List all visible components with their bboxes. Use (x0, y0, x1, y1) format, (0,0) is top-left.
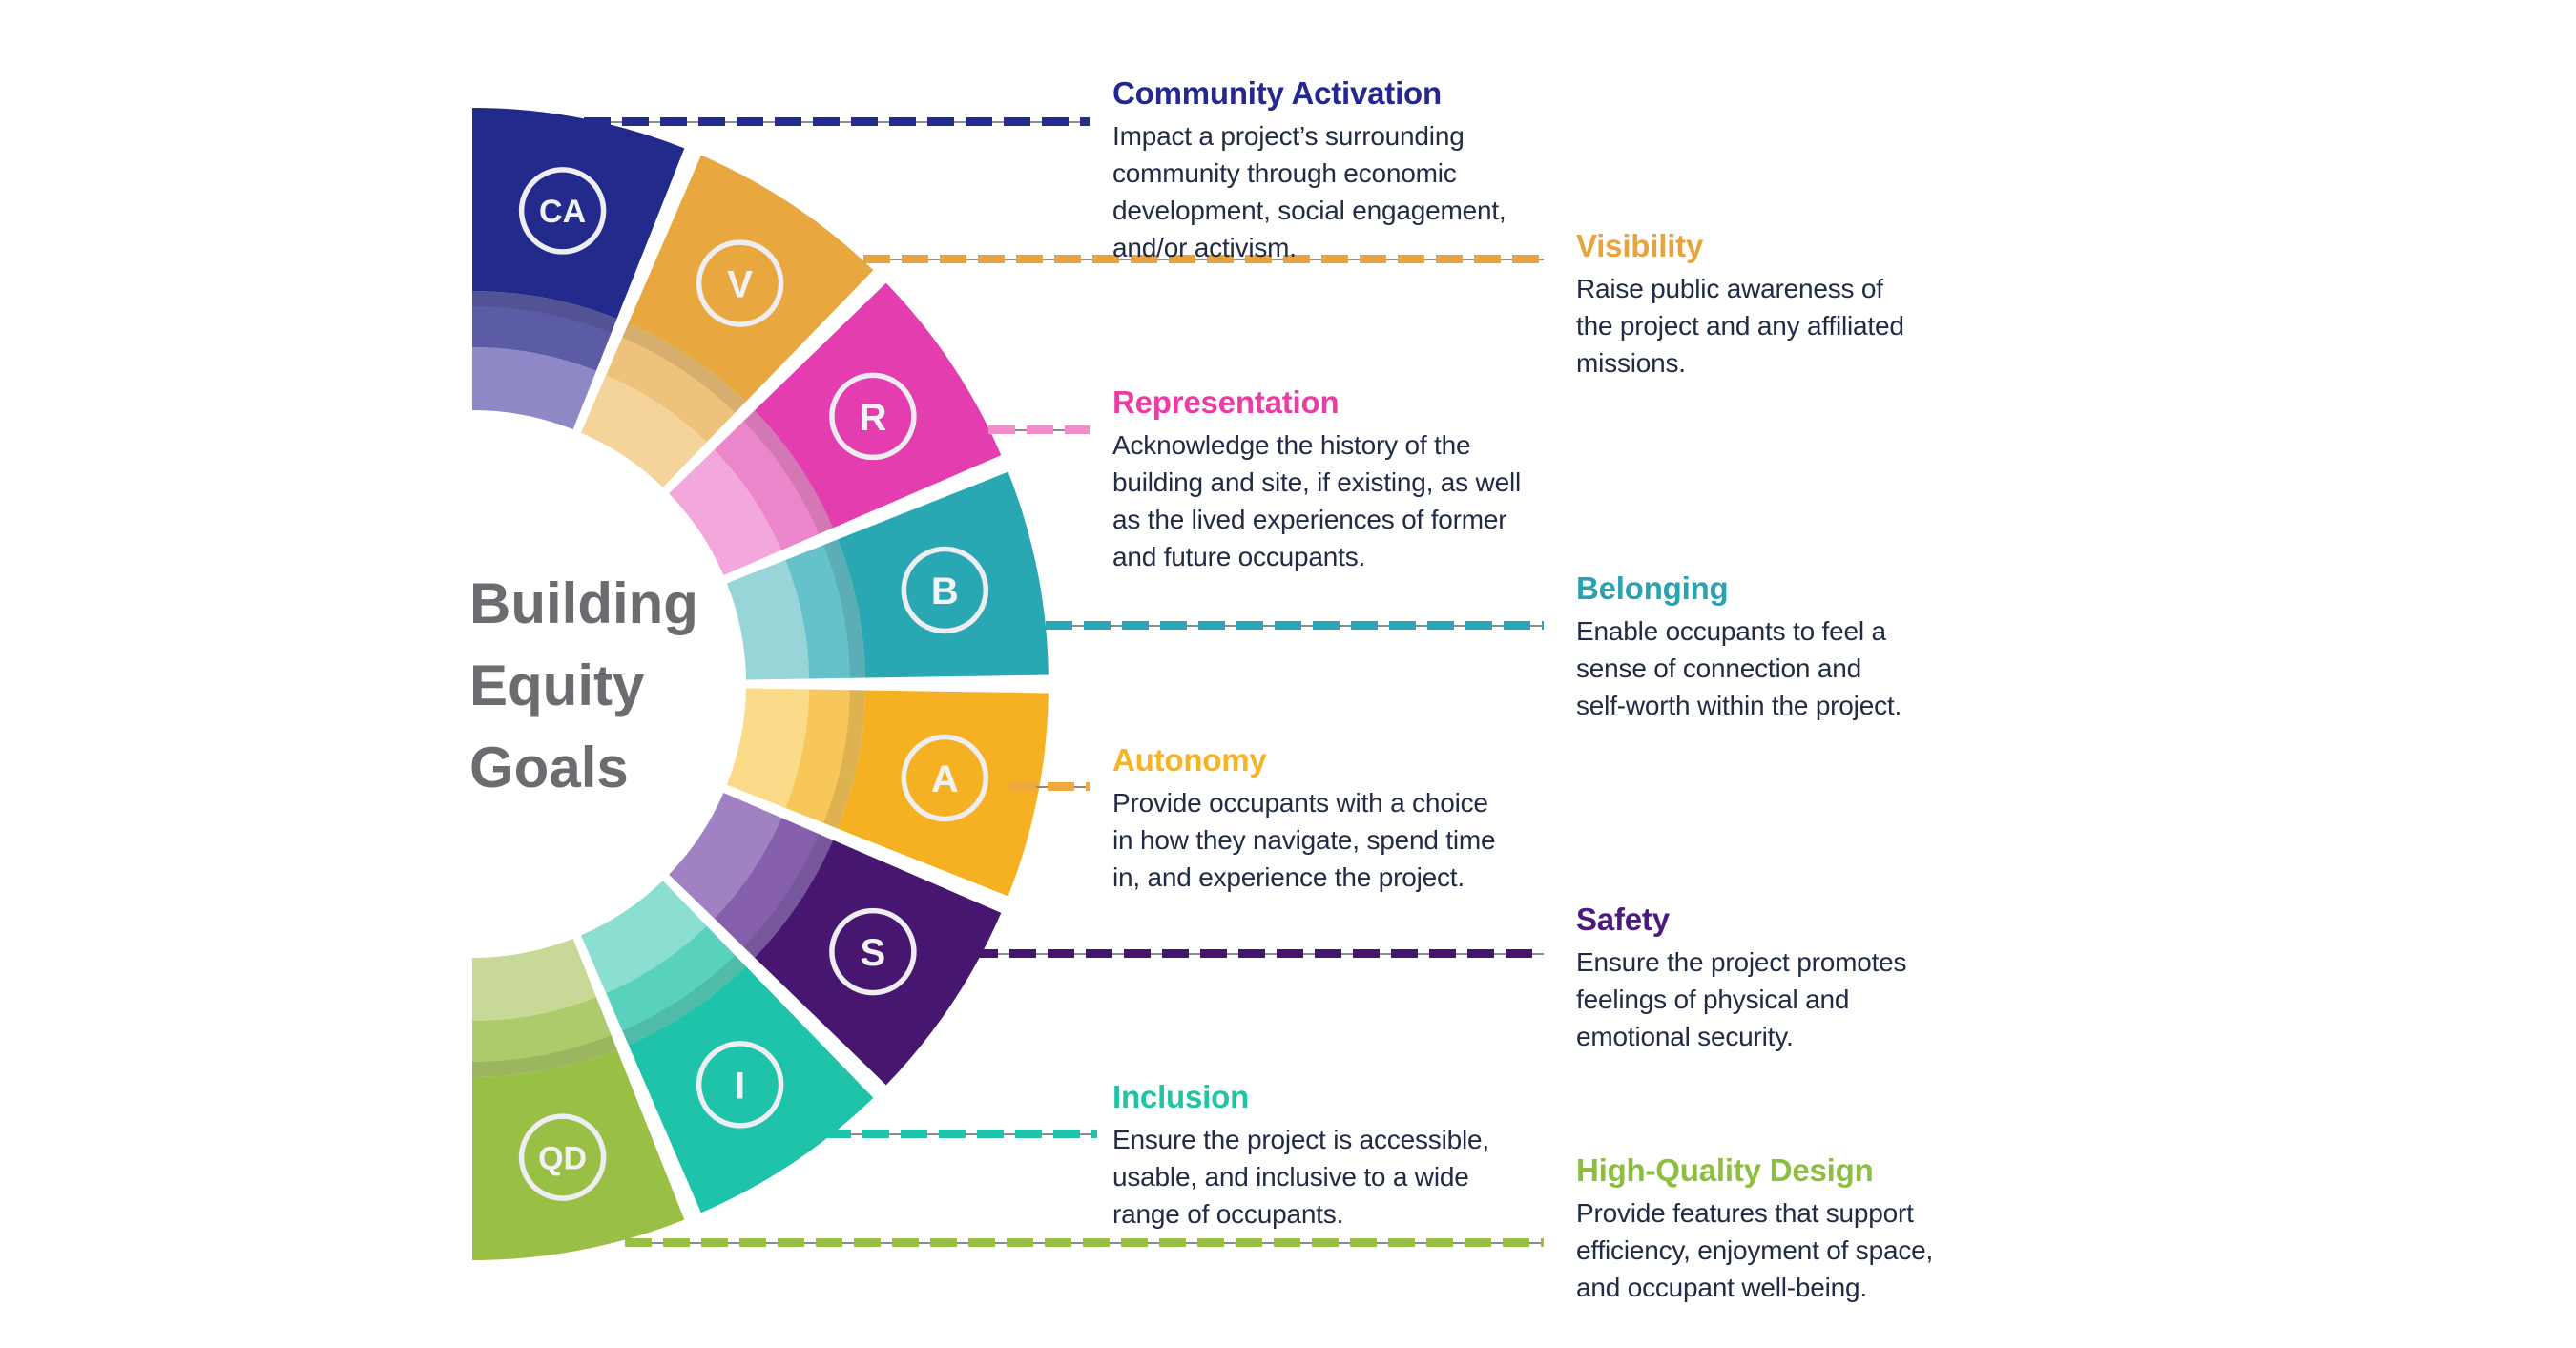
wheel-segment-high-quality-design-mid (472, 997, 617, 1078)
goal-description: Provide occupants with a choice in how t… (1112, 788, 1496, 892)
leader-dashes (824, 1130, 1097, 1138)
wheel-segment-high-quality-design-shadow (472, 1035, 617, 1078)
goal-description: Ensure the project is accessible, usable… (1112, 1125, 1489, 1229)
wheel-segment-safety-shadow (743, 834, 834, 958)
wheel-segment-visibility-outer (628, 155, 874, 403)
goal-description: Provide features that support efficiency… (1576, 1198, 1934, 1302)
segment-badge-ring-inclusion (696, 1041, 784, 1129)
wheel-title: Building Equity Goals (469, 571, 698, 799)
goal-title: Autonomy (1112, 742, 1267, 778)
wheel-segment-representation-outer (754, 282, 1002, 529)
leader-line-autonomy (1009, 782, 1090, 792)
wheel-segment-high-quality-design-inner (472, 938, 596, 1021)
wheel-segment-autonomy-shadow (823, 690, 865, 829)
wheel-segment-inclusion-shadow (622, 955, 746, 1046)
goal-belonging: Belonging Enable occupants to feel a sen… (1576, 570, 2072, 724)
leader-line-representation (988, 425, 1090, 435)
leader-dashes (971, 949, 1544, 958)
wheel-segment-inclusion-inner (580, 881, 707, 993)
segment-letter-high-quality-design: QD (538, 1140, 587, 1176)
wheel-segment-visibility-shadow (622, 322, 746, 413)
leader-dashes (584, 117, 1090, 126)
wheel-segment-representation-shadow (743, 410, 834, 534)
segment-badge-ring-high-quality-design (518, 1113, 607, 1201)
leader-dashes (863, 255, 1544, 263)
segment-badge-ring-community-activation (518, 167, 607, 255)
segment-badge-ring-representation (829, 372, 917, 461)
leader-dashes (625, 1238, 1544, 1247)
segment-badge-ring-safety (829, 907, 917, 996)
leader-line-visibility (863, 255, 1544, 264)
wheel-segment-community-activation-outer (472, 108, 685, 319)
wheel-segment-visibility-mid (606, 322, 746, 443)
wheel-segment-high-quality-design-outer (472, 1049, 685, 1260)
wheel-segment-safety-outer (754, 840, 1002, 1086)
segment-letter-autonomy: A (931, 758, 959, 800)
wheel-segment-inclusion-outer (628, 965, 874, 1213)
segment-letter-inclusion: I (735, 1065, 745, 1107)
wheel-segment-belonging-inner (726, 560, 809, 680)
leader-line-safety (971, 949, 1544, 959)
goal-autonomy: Autonomy Provide occupants with a choice… (1112, 741, 1609, 896)
goal-description: Raise public awareness of the project an… (1576, 274, 1904, 378)
leader-line-community-activation (584, 117, 1090, 127)
leader-dashes (1046, 621, 1544, 630)
goal-description: Acknowledge the history of the building … (1112, 430, 1521, 571)
wheel-segment-visibility-inner (580, 375, 707, 487)
wheel-segment-autonomy-outer (838, 690, 1049, 897)
goal-description: Impact a project’s surrounding community… (1112, 121, 1506, 262)
goal-description: Enable occupants to feel a sense of conn… (1576, 616, 1902, 720)
segment-badge-ring-visibility (696, 239, 784, 327)
goal-title: Community Activation (1112, 75, 1442, 111)
goal-representation: Representation Acknowledge the history o… (1112, 384, 1609, 575)
segment-letter-belonging: B (931, 570, 959, 612)
leader-line-belonging (1046, 621, 1544, 631)
segment-letter-representation: R (859, 397, 886, 439)
wheel-segment-community-activation-inner (472, 347, 596, 430)
leader-dashes (1009, 782, 1090, 791)
wheel-segment-inclusion-mid (606, 925, 746, 1046)
goal-title: Inclusion (1112, 1079, 1250, 1114)
leader-line-high-quality-design (625, 1238, 1544, 1248)
goal-community-activation: Community Activation Impact a project’s … (1112, 74, 1609, 266)
segment-badge-ring-autonomy (901, 734, 989, 822)
goal-visibility: Visibility Raise public awareness of the… (1576, 227, 2072, 382)
goal-description: Ensure the project promotes feelings of … (1576, 947, 1907, 1051)
leader-line-inclusion (824, 1130, 1097, 1139)
wheel-segment-safety-mid (714, 818, 834, 958)
goal-safety: Safety Ensure the project promotes feeli… (1576, 901, 2072, 1055)
goal-high-quality-design: High-Quality Design Provide features tha… (1576, 1151, 2072, 1306)
segment-letter-community-activation: CA (539, 194, 586, 230)
wheel-segment-belonging-outer (838, 471, 1049, 678)
wheel-segment-community-activation-mid (472, 291, 617, 371)
segment-letter-visibility: V (727, 264, 753, 306)
wheel-segment-belonging-shadow (823, 539, 865, 678)
wheel-segment-community-activation-shadow (472, 291, 617, 333)
wheel-segment-autonomy-inner (726, 688, 809, 808)
wheel-segment-safety-inner (669, 792, 781, 919)
goal-inclusion: Inclusion Ensure the project is accessib… (1112, 1078, 1609, 1233)
segment-letter-safety: S (861, 932, 886, 974)
goal-title: Safety (1576, 902, 1670, 937)
wheel-segment-representation-inner (669, 449, 781, 576)
goal-title: High-Quality Design (1576, 1152, 1874, 1188)
leader-dashes (988, 425, 1090, 434)
goal-title: Belonging (1576, 570, 1729, 606)
segment-badge-ring-belonging (901, 546, 989, 634)
goal-title: Visibility (1576, 228, 1704, 263)
wheel-segment-representation-mid (714, 410, 834, 550)
goal-title: Representation (1112, 384, 1340, 420)
wheel-segment-belonging-mid (785, 539, 865, 679)
wheel-segment-autonomy-mid (785, 689, 865, 829)
